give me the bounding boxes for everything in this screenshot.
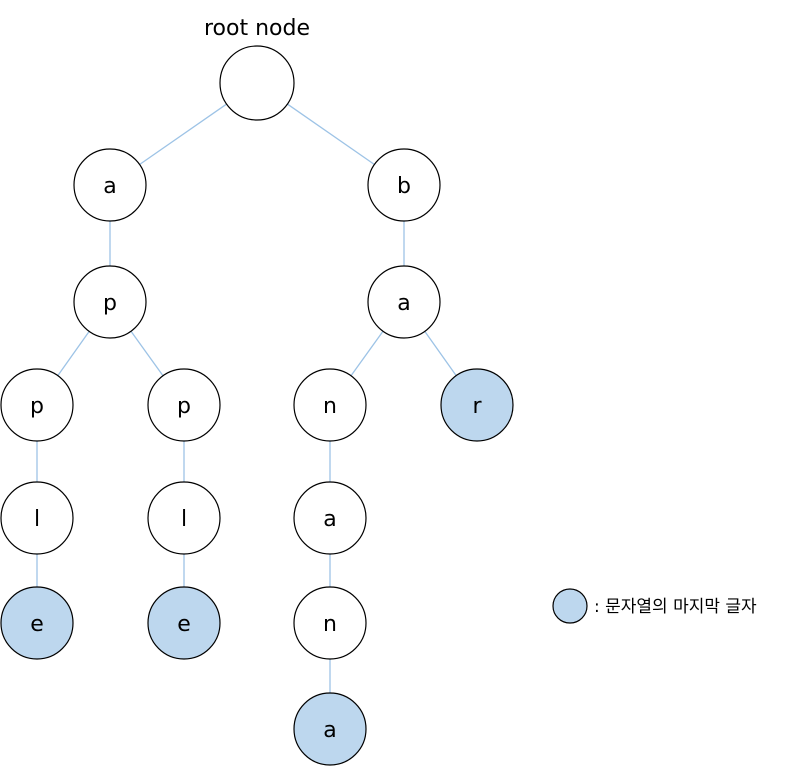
node-letter: l xyxy=(34,507,40,532)
edge-n-a2-n-n1 xyxy=(350,330,384,377)
trie-node-n2: n xyxy=(293,586,367,660)
node-circle xyxy=(73,148,147,222)
edge-root-n-a1 xyxy=(139,103,227,166)
node-letter: r xyxy=(472,394,482,419)
nodes-layer: a b p a p p n r l l a e e n a xyxy=(0,45,514,766)
edge-root-n-b xyxy=(287,103,375,166)
node-circle xyxy=(0,481,74,555)
node-letter: p xyxy=(30,394,44,419)
node-letter: a xyxy=(103,174,116,199)
edge-n-a2-n-r xyxy=(424,330,457,377)
legend-terminal-swatch xyxy=(552,588,588,624)
node-letter: n xyxy=(323,612,337,637)
node-letter: e xyxy=(177,612,191,637)
node-circle xyxy=(293,368,367,442)
node-letter: p xyxy=(103,291,117,316)
node-circle xyxy=(367,265,441,339)
trie-node-a3: a xyxy=(293,481,367,555)
node-letter: e xyxy=(30,612,44,637)
node-letter: p xyxy=(177,394,191,419)
root-node xyxy=(219,45,295,121)
node-circle xyxy=(293,481,367,555)
node-letter: l xyxy=(181,507,187,532)
node-circle xyxy=(73,265,147,339)
trie-node-e2: e xyxy=(147,586,221,660)
legend: : 문자열의 마지막 글자 xyxy=(552,588,757,624)
trie-node-l1: l xyxy=(0,481,74,555)
node-letter: a xyxy=(323,718,336,743)
trie-node-p1: p xyxy=(73,265,147,339)
node-circle xyxy=(0,368,74,442)
edge-n-p1-n-p2 xyxy=(57,330,90,377)
trie-node-n1: n xyxy=(293,368,367,442)
terminal-node-circle xyxy=(0,586,74,660)
trie-node-a1: a xyxy=(73,148,147,222)
terminal-node-circle xyxy=(440,368,514,442)
node-circle xyxy=(147,368,221,442)
node-circle xyxy=(367,148,441,222)
legend-label: : 문자열의 마지막 글자 xyxy=(594,597,757,617)
node-letter: a xyxy=(323,507,336,532)
node-letter: b xyxy=(397,174,411,199)
trie-node-r: r xyxy=(440,368,514,442)
trie-node-p2: p xyxy=(0,368,74,442)
trie-node-l2: l xyxy=(147,481,221,555)
node-circle xyxy=(147,481,221,555)
node-letter: n xyxy=(323,394,337,419)
terminal-node-circle xyxy=(293,692,367,766)
edges-layer xyxy=(36,103,457,693)
terminal-node-circle xyxy=(147,586,221,660)
trie-node-p3: p xyxy=(147,368,221,442)
edge-n-p1-n-p3 xyxy=(130,330,164,377)
trie-node-a2: a xyxy=(367,265,441,339)
root-node-label: root node xyxy=(204,16,310,41)
node-circle xyxy=(219,45,295,121)
trie-node-b: b xyxy=(367,148,441,222)
node-circle xyxy=(293,586,367,660)
trie-node-e1: e xyxy=(0,586,74,660)
trie-node-a4: a xyxy=(293,692,367,766)
node-letter: a xyxy=(397,291,410,316)
